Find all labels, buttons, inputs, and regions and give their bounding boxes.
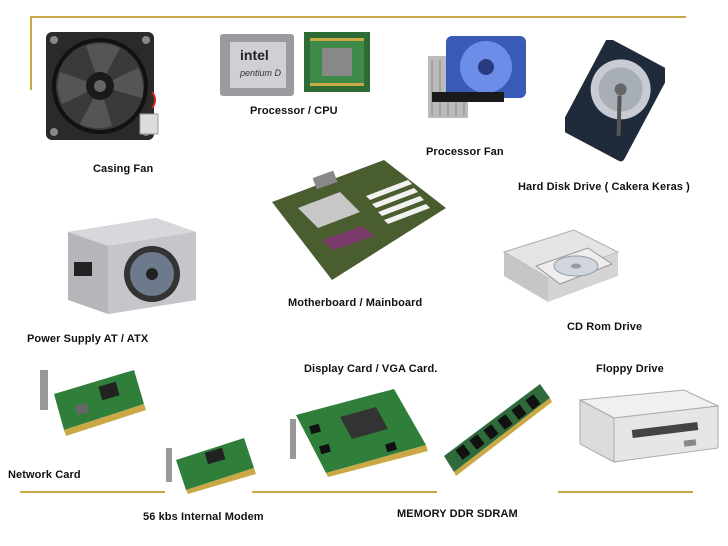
bottom-rule-right bbox=[558, 491, 693, 493]
power-supply-image bbox=[60, 210, 200, 315]
floppy-drive-label: Floppy Drive bbox=[596, 363, 664, 375]
cpu-brand-text: intel bbox=[240, 47, 269, 63]
motherboard-image bbox=[262, 156, 450, 286]
modem-image bbox=[166, 430, 258, 494]
casing-fan-image bbox=[40, 28, 160, 146]
hard-disk-image bbox=[565, 40, 665, 162]
cd-rom-label: CD Rom Drive bbox=[567, 321, 643, 333]
power-supply-label: Power Supply AT / ATX bbox=[27, 333, 149, 345]
cd-rom-image bbox=[500, 222, 620, 304]
network-card-label: Network Card bbox=[8, 469, 81, 481]
memory-label: MEMORY DDR SDRAM bbox=[397, 508, 518, 520]
casing-fan-label: Casing Fan bbox=[93, 163, 154, 175]
cpu-model-text: pentium D bbox=[239, 68, 282, 78]
cpu-label: Processor / CPU bbox=[250, 105, 338, 117]
left-rule bbox=[30, 16, 32, 90]
network-card-image bbox=[40, 364, 148, 438]
processor-fan-label: Processor Fan bbox=[426, 146, 504, 158]
bottom-rule-left bbox=[20, 491, 165, 493]
memory-image bbox=[440, 380, 554, 480]
modem-label: 56 kbs Internal Modem bbox=[143, 511, 264, 523]
motherboard-label: Motherboard / Mainboard bbox=[288, 297, 423, 309]
processor-fan-image bbox=[418, 26, 533, 124]
hard-disk-label: Hard Disk Drive ( Cakera Keras ) bbox=[518, 181, 690, 193]
display-card-image bbox=[290, 385, 430, 477]
top-rule bbox=[30, 16, 686, 18]
cpu-image: intel pentium D bbox=[218, 26, 378, 100]
floppy-drive-image bbox=[574, 386, 722, 466]
bottom-rule-mid bbox=[252, 491, 437, 493]
display-card-label: Display Card / VGA Card. bbox=[304, 363, 438, 375]
